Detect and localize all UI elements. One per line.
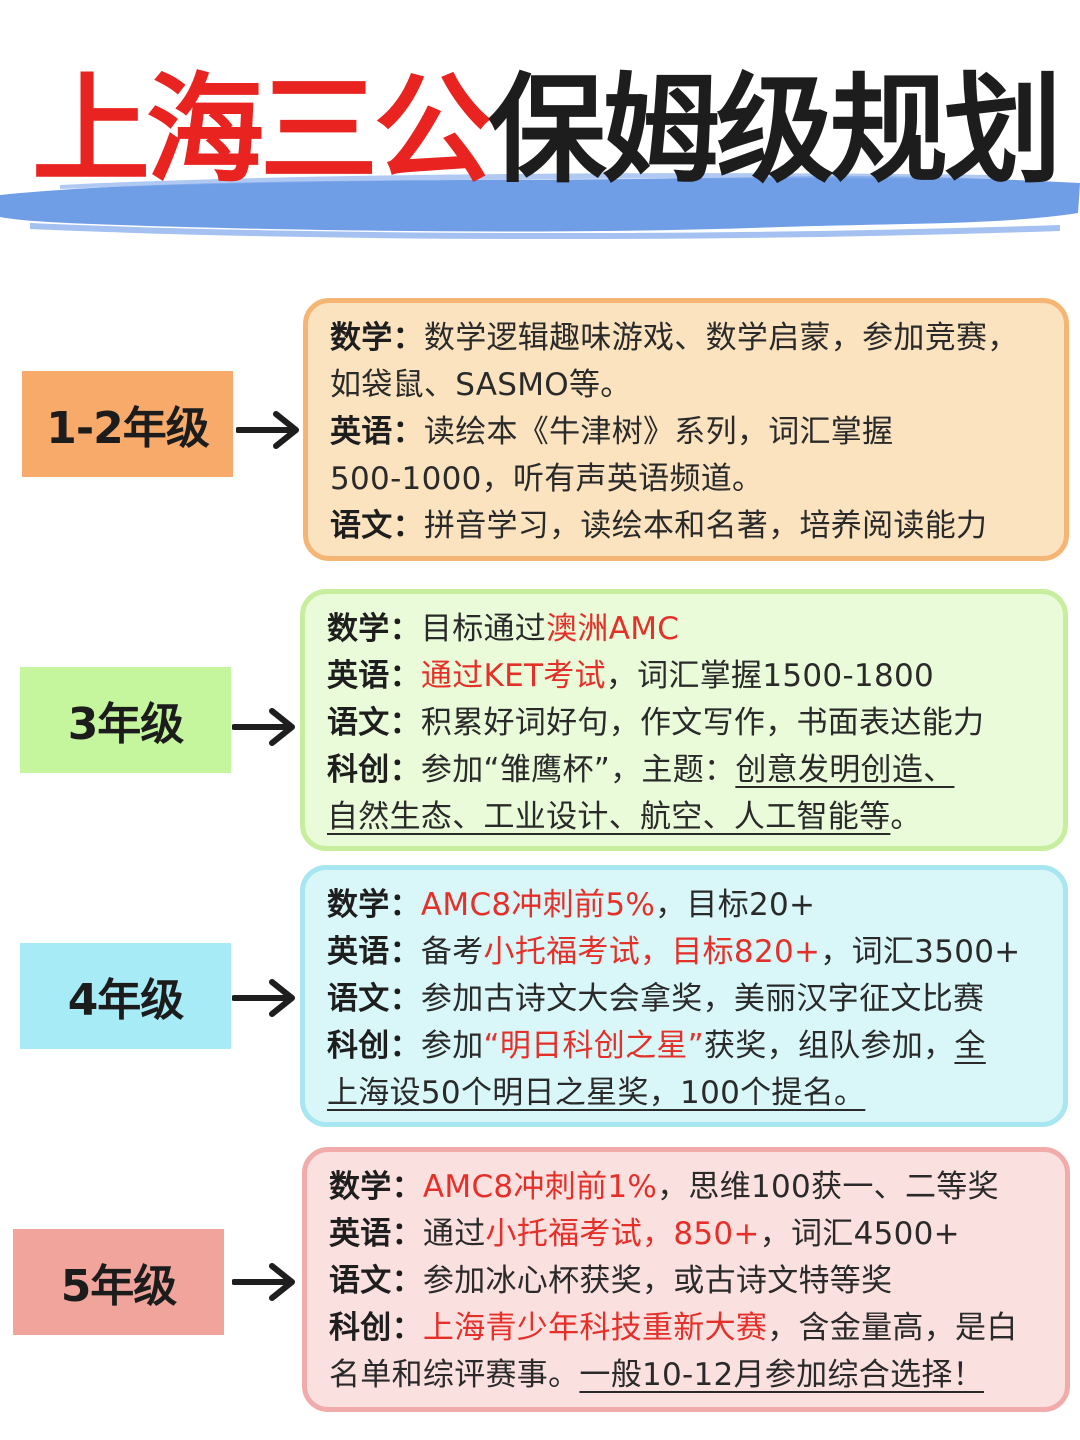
grade-label-text: 4年级: [67, 975, 185, 1026]
page-title: 上海三公保姆级规划: [10, 40, 1080, 220]
card-line: 如袋鼠、SASMO等。: [330, 362, 1046, 409]
card-line: 英语：通过小托福考试，850+，词汇4500+: [329, 1211, 1047, 1258]
grade-label-3: 3年级: [20, 667, 231, 773]
subject-label: 科创：: [329, 1310, 423, 1346]
title-banner: 上海三公保姆级规划: [0, 40, 1080, 240]
line-text: 参加冰心杯获奖，或古诗文特等奖: [422, 1263, 893, 1299]
line-text: 500-1000，听有声英语频道。: [330, 461, 764, 497]
line-text: ，词汇3500+: [820, 934, 1021, 970]
subject-label: 语文：: [327, 705, 421, 741]
card-line: 数学：AMC8冲刺前1%，思维100获一、二等奖: [329, 1164, 1047, 1211]
card-line: 英语：通过KET考试，词汇掌握1500-1800: [327, 653, 1045, 700]
subject-label: 数学：: [327, 611, 421, 647]
line-text: 自然生态、工业设计、航空、人工智能等: [327, 799, 891, 835]
grade-label-text: 5年级: [60, 1261, 178, 1312]
plan-card-5: 数学：AMC8冲刺前1%，思维100获一、二等奖英语：通过小托福考试，850+，…: [302, 1147, 1070, 1412]
line-text: ，目标20+: [655, 887, 816, 923]
right-arrow-icon: [236, 411, 299, 449]
card-line: 科创：参加“雏鹰杯”，主题：创意发明创造、: [327, 747, 1045, 794]
line-text: ，词汇4500+: [759, 1216, 960, 1252]
card-line: 语文：参加冰心杯获奖，或古诗文特等奖: [329, 1258, 1047, 1305]
card-line: 自然生态、工业设计、航空、人工智能等。: [327, 794, 1045, 841]
card-line: 500-1000，听有声英语频道。: [330, 456, 1046, 503]
grade-label-5: 5年级: [13, 1229, 224, 1335]
grade-label-1-2: 1-2年级: [22, 371, 233, 477]
grade-label-text: 3年级: [67, 699, 185, 750]
highlight-text: 通过KET考试: [420, 658, 606, 694]
line-text: 参加古诗文大会拿奖，美丽汉字征文比赛: [420, 981, 985, 1017]
highlight-text: 小托福考试，850+: [485, 1216, 760, 1252]
highlight-text: 上海青少年科技重新大赛: [422, 1310, 768, 1346]
line-text: ，词汇掌握1500-1800: [605, 658, 935, 694]
subject-label: 科创：: [327, 1028, 421, 1064]
subject-label: 英语：: [327, 934, 421, 970]
line-text: 参加“雏鹰杯”，主题：: [420, 752, 736, 788]
subject-label: 数学：: [327, 887, 421, 923]
right-arrow-icon: [232, 979, 295, 1017]
line-text: 积累好词好句，作文写作，书面表达能力: [420, 705, 985, 741]
card-line: 数学：AMC8冲刺前5%，目标20+: [327, 882, 1045, 929]
card-line: 语文：参加古诗文大会拿奖，美丽汉字征文比赛: [327, 976, 1045, 1023]
plan-card-4: 数学：AMC8冲刺前5%，目标20+英语：备考小托福考试，目标820+，词汇35…: [300, 865, 1068, 1127]
card-line: 语文：积累好词好句，作文写作，书面表达能力: [327, 700, 1045, 747]
subject-label: 英语：: [327, 658, 421, 694]
subject-label: 数学：: [330, 320, 424, 356]
line-text: 读绘本《牛津树》系列，词汇掌握: [423, 414, 894, 450]
card-line: 英语：备考小托福考试，目标820+，词汇3500+: [327, 929, 1045, 976]
brush-stroke-decoration: [0, 173, 1080, 240]
line-text: ，含金量高，是白: [767, 1310, 1018, 1346]
card-line: 语文：拼音学习，读绘本和名著，培养阅读能力: [330, 503, 1046, 550]
grade-label-text: 1-2年级: [46, 403, 209, 454]
line-text: 创意发明创造、: [735, 752, 955, 788]
line-text: 参加: [420, 1028, 484, 1064]
highlight-text: “明日科创之星”: [483, 1028, 705, 1064]
line-text: 获奖，组队参加，: [704, 1028, 955, 1064]
line-text: 如袋鼠、SASMO等。: [330, 367, 632, 403]
title-red-part: 上海三公: [31, 61, 492, 199]
line-text: 一般10-12月参加综合选择！: [579, 1357, 984, 1393]
grade-label-4: 4年级: [20, 943, 231, 1049]
subject-label: 数学：: [329, 1169, 423, 1205]
plan-card-1-2: 数学：数学逻辑趣味游戏、数学启蒙，参加竞赛，如袋鼠、SASMO等。英语：读绘本《…: [303, 298, 1069, 561]
card-line: 英语：读绘本《牛津树》系列，词汇掌握: [330, 409, 1046, 456]
line-text: 上海设50个明日之星奖，100个提名。: [327, 1075, 866, 1111]
line-text: ，思维100获一、二等奖: [657, 1169, 999, 1205]
line-text: 备考: [420, 934, 484, 970]
subject-label: 英语：: [330, 414, 424, 450]
card-line: 数学：目标通过澳洲AMC: [327, 606, 1045, 653]
line-text: 。: [890, 799, 922, 835]
subject-label: 语文：: [330, 508, 424, 544]
subject-label: 语文：: [327, 981, 421, 1017]
line-text: 名单和综评赛事。: [329, 1357, 580, 1393]
title-dark-part: 保姆级规划: [488, 61, 1062, 199]
line-text: 数学逻辑趣味游戏、数学启蒙，参加竞赛，: [423, 320, 1019, 356]
line-text: 全: [954, 1028, 986, 1064]
line-text: 拼音学习，读绘本和名著，培养阅读能力: [423, 508, 988, 544]
highlight-text: 小托福考试，目标820+: [483, 934, 821, 970]
highlight-text: AMC8冲刺前5%: [420, 887, 656, 923]
highlight-text: AMC8冲刺前1%: [422, 1169, 658, 1205]
subject-label: 语文：: [329, 1263, 423, 1299]
line-text: 通过: [422, 1216, 486, 1252]
line-text: 目标通过: [420, 611, 547, 647]
subject-label: 英语：: [329, 1216, 423, 1252]
highlight-text: 澳洲AMC: [546, 611, 680, 647]
card-line: 数学：数学逻辑趣味游戏、数学启蒙，参加竞赛，: [330, 315, 1046, 362]
subject-label: 科创：: [327, 752, 421, 788]
card-line: 上海设50个明日之星奖，100个提名。: [327, 1070, 1045, 1117]
right-arrow-icon: [232, 708, 295, 746]
card-line: 科创：上海青少年科技重新大赛，含金量高，是白: [329, 1305, 1047, 1352]
card-line: 名单和综评赛事。一般10-12月参加综合选择！: [329, 1352, 1047, 1399]
right-arrow-icon: [232, 1263, 295, 1301]
card-line: 科创：参加“明日科创之星”获奖，组队参加，全: [327, 1023, 1045, 1070]
